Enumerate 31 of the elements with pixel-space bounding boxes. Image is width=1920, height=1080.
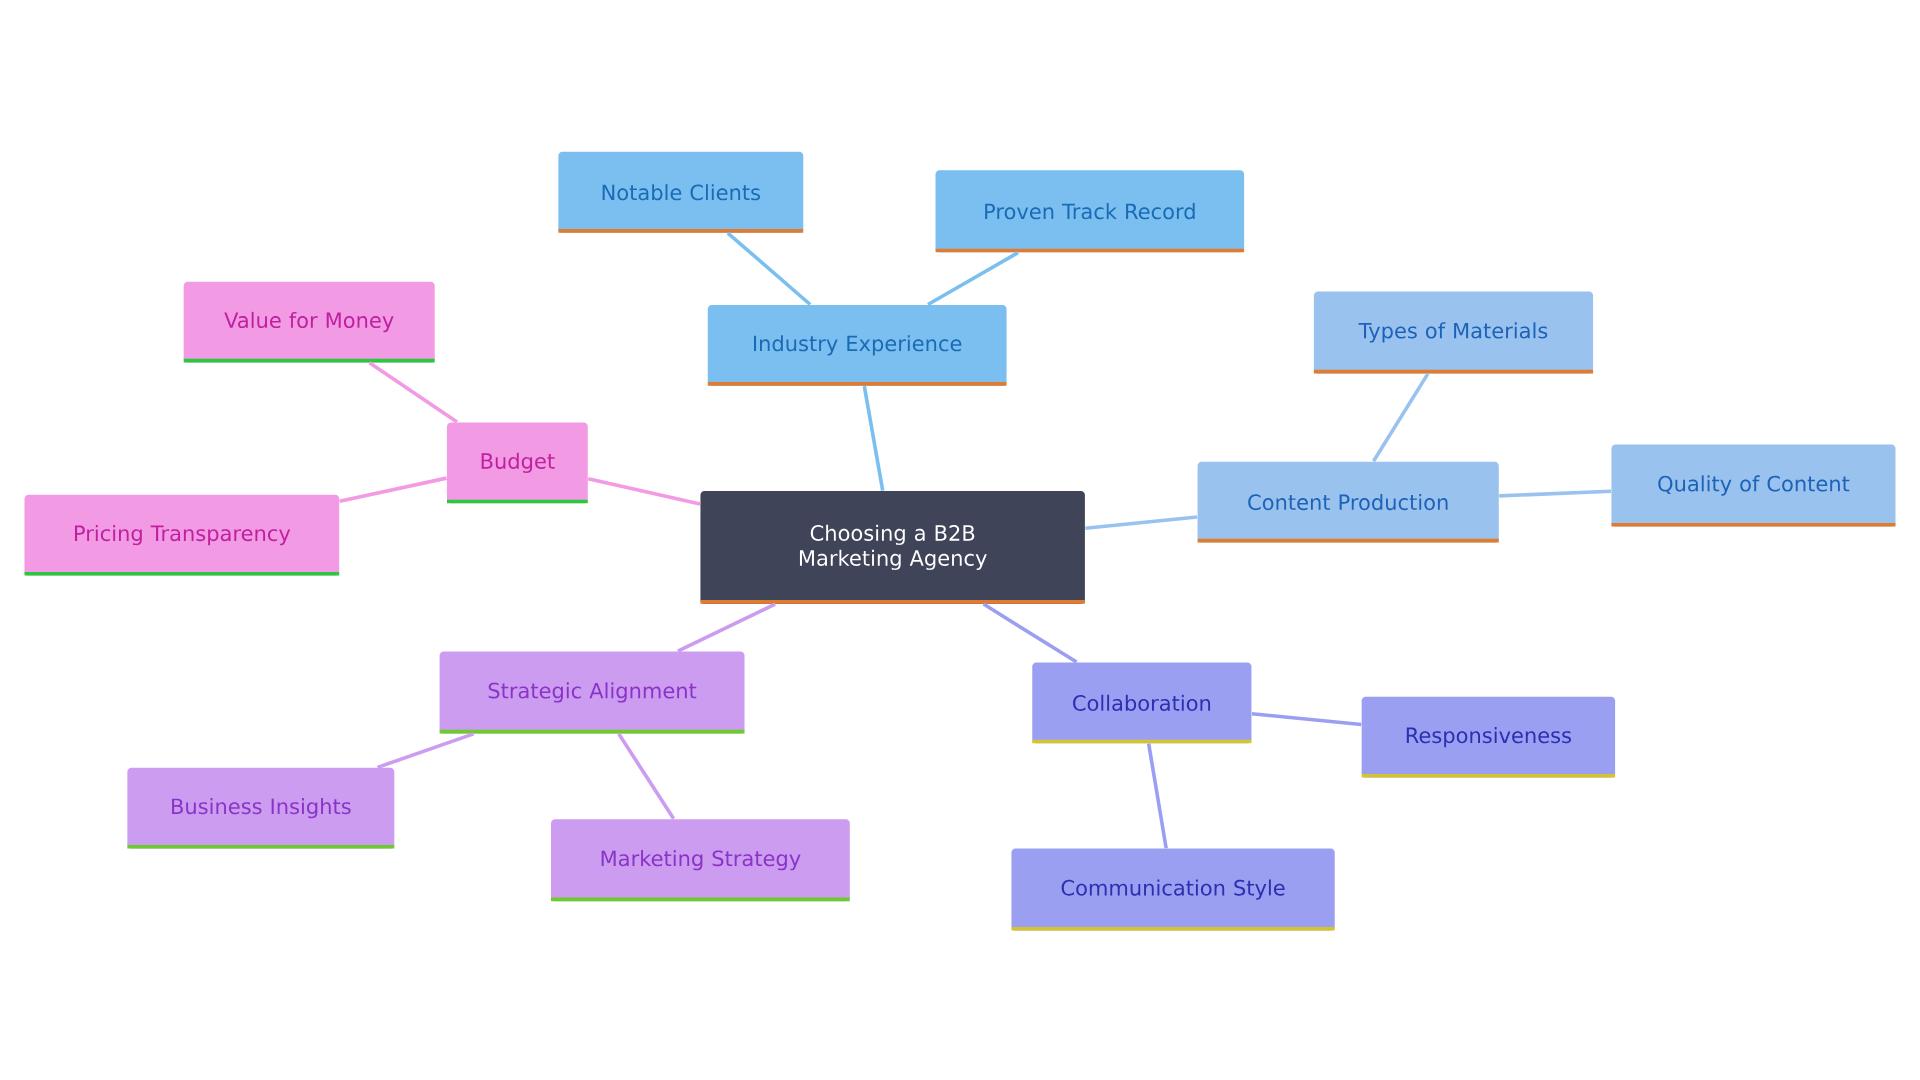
topic-box: Industry Experience	[707, 304, 1007, 386]
connector-line	[982, 602, 1078, 664]
topic-box: Business Insights	[127, 767, 395, 849]
topic-box: Responsiveness	[1361, 696, 1616, 778]
connector-line	[862, 385, 885, 491]
connector-line	[1372, 372, 1430, 463]
central-topic-box: Choosing a B2B Marketing Agency	[700, 491, 1085, 604]
topic-box: Proven Track Record	[935, 170, 1245, 253]
topic-box: Value for Money	[183, 281, 435, 363]
topic-box: Strategic Alignment	[439, 651, 745, 734]
topic-box: Content Production	[1197, 461, 1499, 543]
topic-box: Types of Materials	[1313, 291, 1594, 374]
connector-line	[726, 231, 812, 306]
connector-line	[587, 477, 701, 506]
topic-box: Budget	[446, 422, 588, 504]
topic-box: Marketing Strategy	[551, 819, 850, 902]
connector-line	[368, 361, 459, 424]
connector-line	[377, 732, 475, 770]
topic-box: Notable Clients	[558, 151, 804, 233]
connector-line	[677, 602, 776, 653]
connector-line	[339, 476, 447, 503]
connector-line	[927, 251, 1019, 307]
topic-box: Quality of Content	[1611, 444, 1896, 527]
connector-line	[1499, 489, 1612, 498]
topic-box: Collaboration	[1032, 662, 1252, 744]
connector-line	[1251, 711, 1362, 727]
topic-box: Communication Style	[1011, 848, 1335, 931]
topic-box: Pricing Transparency	[24, 494, 340, 576]
connector-line	[1146, 743, 1168, 849]
connector-line	[1085, 515, 1198, 530]
connector-line	[617, 732, 676, 820]
